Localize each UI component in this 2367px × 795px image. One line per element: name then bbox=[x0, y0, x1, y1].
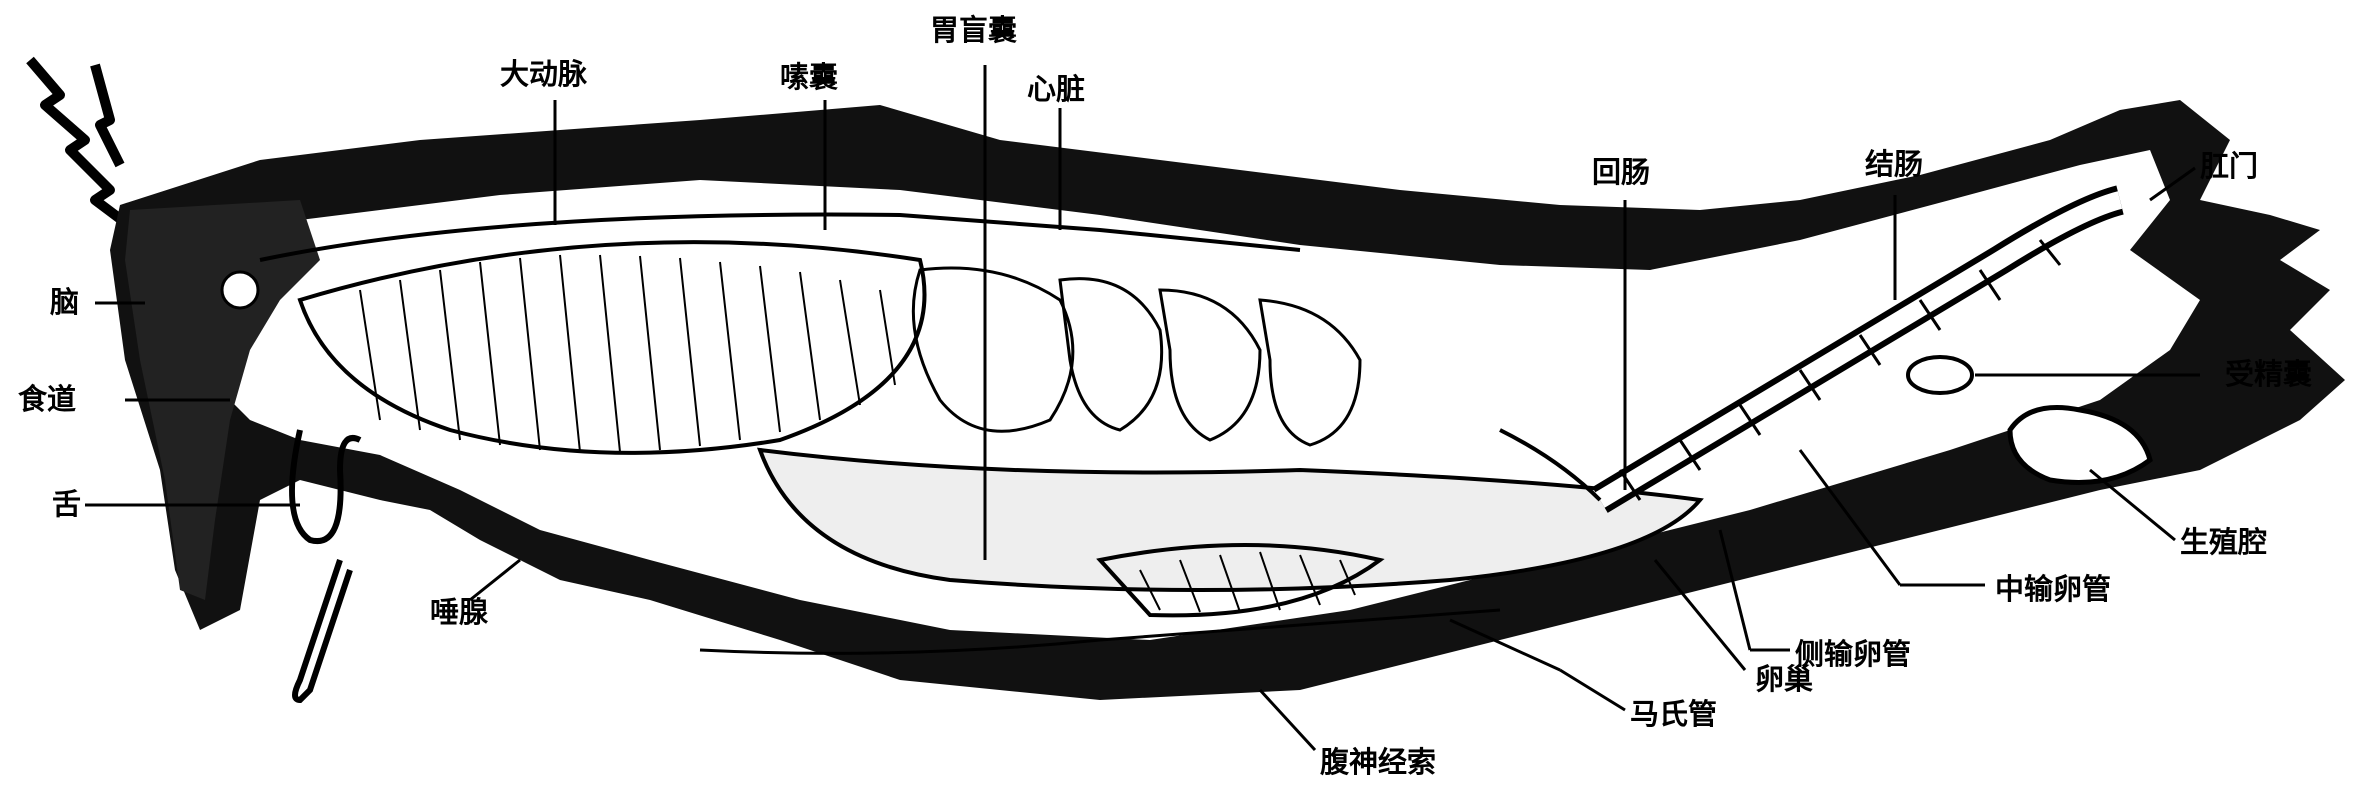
spermatheca-shape bbox=[1908, 357, 1972, 393]
label-aorta: 大动脉 bbox=[500, 60, 587, 89]
label-anus: 肛门 bbox=[2200, 152, 2258, 181]
label-brain: 脑 bbox=[50, 288, 79, 317]
label-tongue: 舌 bbox=[52, 490, 81, 519]
label-ventral-nerve-cord: 腹神经索 bbox=[1320, 748, 1436, 777]
label-ovary: 卵巢 bbox=[1755, 665, 1813, 694]
label-genital-chamber: 生殖腔 bbox=[2180, 528, 2267, 557]
label-ileum: 回肠 bbox=[1592, 158, 1650, 187]
label-esophagus: 食道 bbox=[18, 385, 76, 414]
label-malpighian-tubules: 马氏管 bbox=[1630, 700, 1717, 729]
label-spermatheca: 受精囊 bbox=[2225, 360, 2312, 389]
antenna bbox=[30, 60, 135, 230]
brain-shape bbox=[222, 272, 258, 308]
label-colon: 结肠 bbox=[1865, 150, 1923, 179]
label-salivary-gland: 唾腺 bbox=[430, 598, 488, 627]
label-heart: 心脏 bbox=[1027, 75, 1085, 104]
label-median-oviduct: 中输卵管 bbox=[1995, 575, 2111, 604]
label-gastric-caeca: 胃盲囊 bbox=[930, 16, 1017, 45]
label-crop: 嗉囊 bbox=[780, 63, 838, 92]
